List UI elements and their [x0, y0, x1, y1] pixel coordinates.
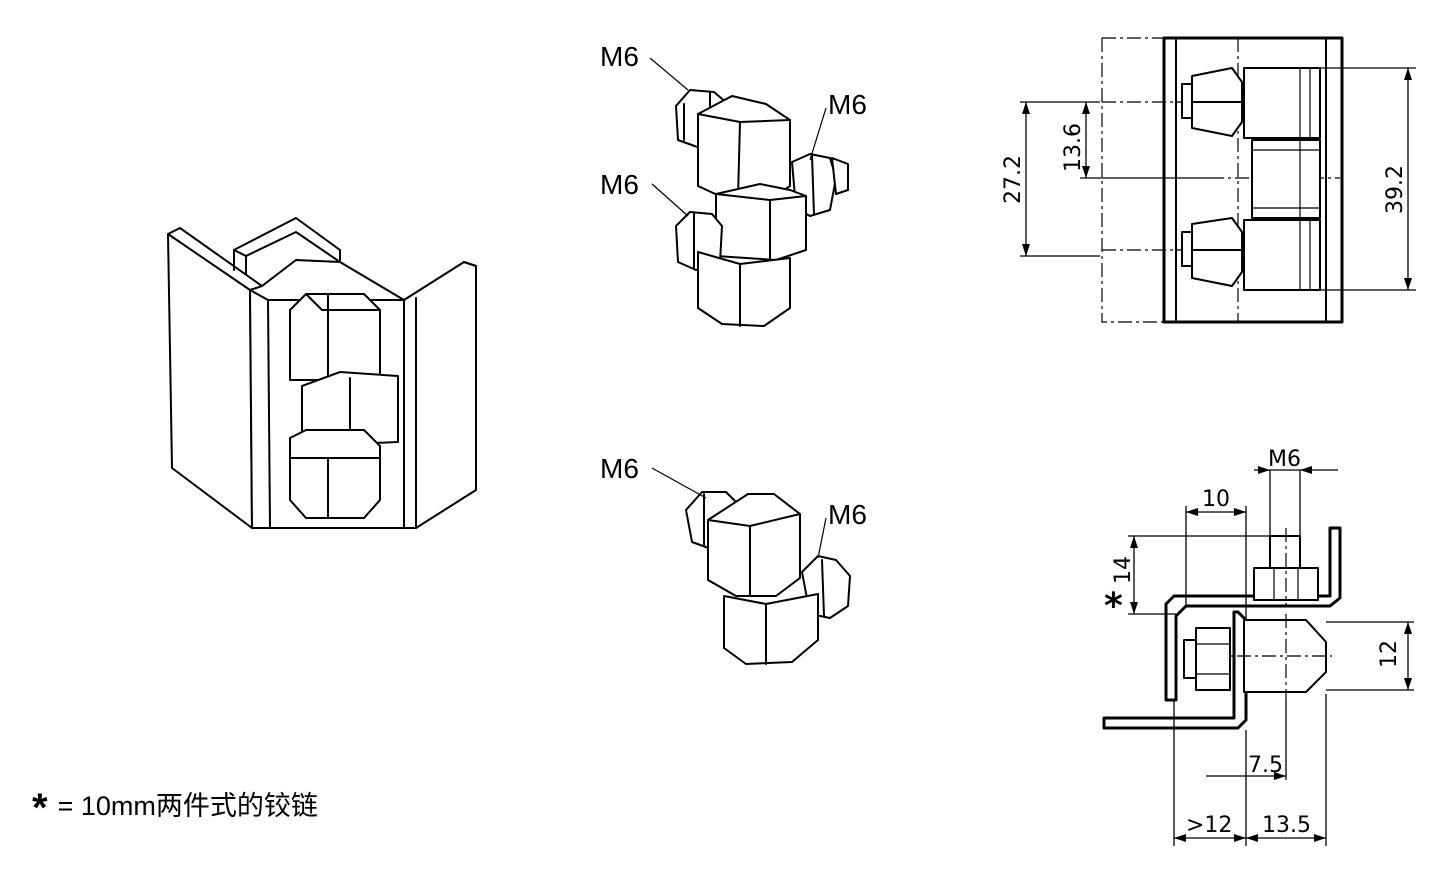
callout-leaders: [649, 57, 827, 559]
dim-10: 10: [1202, 487, 1230, 512]
footnote-text: = 10mm两件式的铰链: [57, 791, 318, 821]
dim-m6: M6: [1268, 447, 1301, 472]
isometric-hinge-3-knuckle: [675, 89, 849, 327]
callout-m6-5: M6: [828, 499, 867, 530]
section-view-drawing: [1102, 466, 1414, 846]
dim-13-6: 13.6: [1061, 123, 1086, 172]
footnote-star: *: [32, 786, 48, 830]
side-view-drawing: [1020, 36, 1416, 324]
dim-12: 12: [1377, 640, 1402, 668]
dim-7-5: 7.5: [1248, 753, 1283, 778]
footnote: * = 10mm两件式的铰链: [32, 784, 318, 831]
dim-14-star: *: [1104, 586, 1123, 627]
callout-m6-1: M6: [600, 41, 639, 72]
dim-27-2: 27.2: [1001, 155, 1026, 204]
dim-gt12: >12: [1186, 813, 1232, 838]
isometric-mounted-hinge: [167, 217, 477, 529]
isometric-hinge-2-knuckle: [685, 491, 851, 665]
callout-m6-2: M6: [828, 89, 867, 120]
callout-m6-4: M6: [600, 453, 639, 484]
dim-14: 14: [1111, 556, 1136, 584]
dim-39-2: 39.2: [1383, 165, 1408, 214]
callout-m6-3: M6: [600, 169, 639, 200]
dim-13-5: 13.5: [1262, 813, 1311, 838]
